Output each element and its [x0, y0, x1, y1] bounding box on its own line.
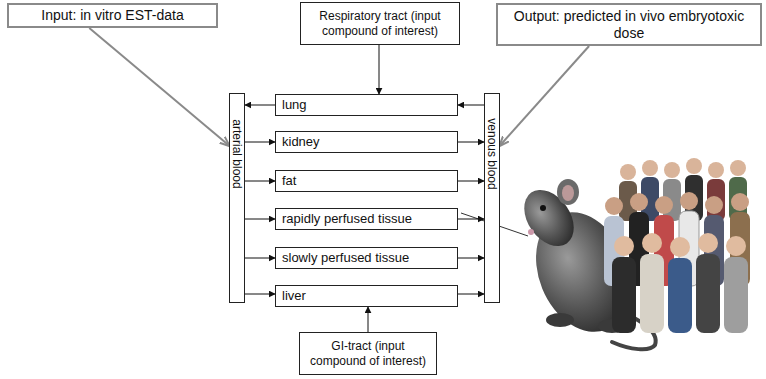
- band-label: venous blood: [485, 118, 499, 189]
- process-box: liver: [275, 285, 458, 307]
- connector-arrow: [245, 142, 275, 143]
- connector-arrow: [245, 181, 275, 182]
- node-label: lung: [282, 97, 307, 113]
- node-label: GI-tract (input compound of interest): [305, 339, 431, 368]
- process-box: Output: predicted in vivo embryotoxic do…: [496, 3, 762, 46]
- node-label: kidney: [282, 134, 320, 150]
- rat-picture: [514, 179, 656, 349]
- node-label: fat: [282, 173, 296, 189]
- connector-arrow: [245, 294, 275, 295]
- node-label: Input: in vitro EST-data: [41, 7, 183, 24]
- process-box: slowly perfused tissue: [275, 247, 458, 269]
- connector-arrow: [458, 294, 484, 295]
- node-label: Respiratory tract (input compound of int…: [306, 9, 454, 38]
- connector-arrow: [458, 258, 484, 259]
- connector-arrow: [379, 45, 380, 94]
- connector-arrow: [245, 219, 275, 220]
- connector-arrow: [245, 258, 275, 259]
- connector-arrow: [500, 46, 589, 146]
- connector-arrow: [89, 28, 229, 146]
- process-box: Input: in vitro EST-data: [7, 3, 218, 28]
- blood-band: venous blood: [484, 93, 500, 303]
- connector-arrow: [245, 105, 275, 106]
- node-label: Output: predicted in vivo embryotoxic do…: [503, 8, 755, 42]
- process-box: Respiratory tract (input compound of int…: [300, 2, 460, 45]
- node-label: rapidly perfused tissue: [282, 211, 412, 227]
- process-box: kidney: [275, 131, 458, 153]
- blood-band: arterial blood: [229, 93, 245, 303]
- band-label: arterial blood: [230, 119, 244, 188]
- connector-arrow: [458, 181, 484, 182]
- connector-arrow: [368, 307, 369, 332]
- connector-arrow: [458, 219, 484, 220]
- process-box: lung: [275, 94, 458, 116]
- people-picture: [604, 158, 750, 333]
- process-box: fat: [275, 170, 458, 192]
- node-label: liver: [282, 288, 306, 304]
- connector-arrow: [458, 105, 484, 106]
- connector-arrow: [458, 142, 484, 143]
- process-box: rapidly perfused tissue: [275, 208, 458, 230]
- process-box: GI-tract (input compound of interest): [299, 332, 437, 375]
- node-label: slowly perfused tissue: [282, 250, 409, 266]
